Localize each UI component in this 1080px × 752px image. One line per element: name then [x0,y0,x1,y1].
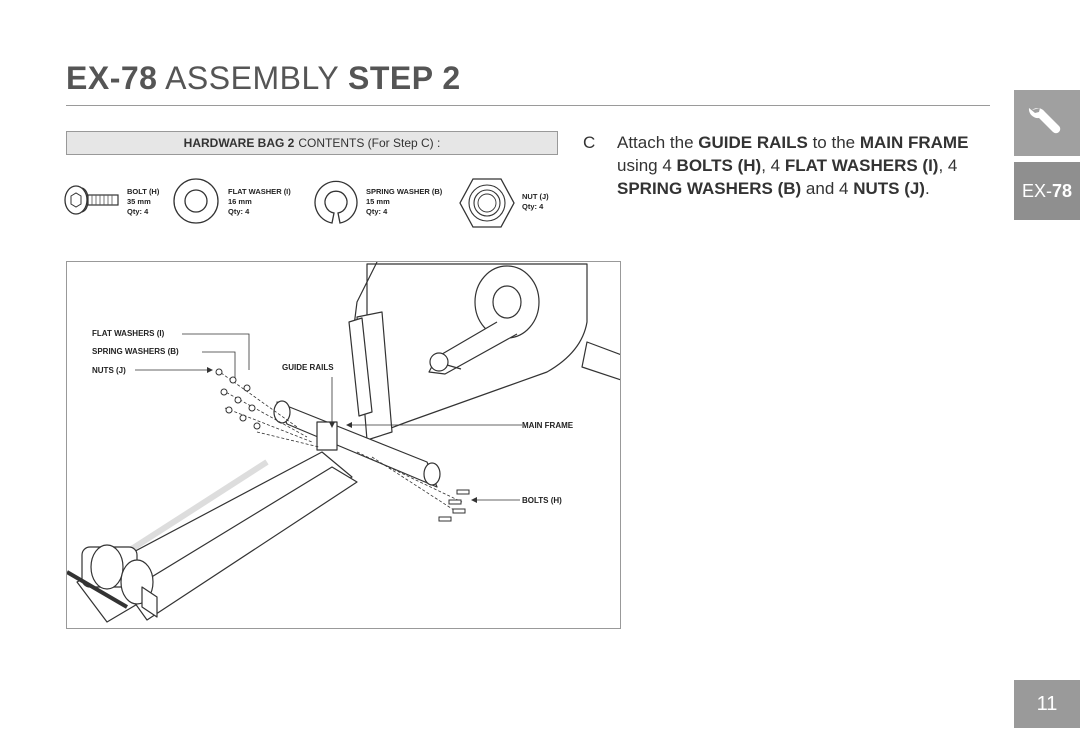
nut-icon [459,178,515,228]
page-number: 11 [1014,680,1080,728]
spring-washer-label: SPRING WASHER (B) 15 mm Qty: 4 [366,187,442,217]
spring-washer-name: SPRING WASHER (B) [366,187,443,196]
flat-washer-label: FLAT WASHER (I) 16 mm Qty: 4 [228,187,291,217]
instr-t7: . [924,179,930,198]
bolt-name: BOLT (H) [127,187,160,196]
step-letter: C [583,133,596,152]
callout-nuts: NUTS (J) [92,366,126,375]
title-divider [66,105,990,106]
instruction-text: Attach the GUIDE RAILS to the MAIN FRAME… [617,131,997,200]
callout-main-frame: MAIN FRAME [522,421,574,430]
instr-spring-washers: SPRING WASHERS (B) [617,179,802,198]
model-tab-light: EX- [1021,180,1052,201]
model-tab-bold: 78 [1051,180,1073,201]
instr-bolts: BOLTS (H) [676,156,762,175]
model-tab: EX-78 [1014,162,1080,220]
nut-name: NUT (J) [522,192,549,201]
flat-washer-size: 16 mm [228,197,252,206]
spring-washer-qty: Qty: 4 [366,207,388,216]
bolt-icon [64,185,119,215]
instr-t6: and 4 [801,179,854,198]
assembly-diagram: FLAT WASHERS (I) SPRING WASHERS (B) NUTS… [66,261,621,629]
instr-main-frame: MAIN FRAME [859,133,969,152]
title-step: STEP 2 [348,60,461,96]
instr-flat-washers: FLAT WASHERS (I) [784,156,939,175]
nut-qty: Qty: 4 [522,202,544,211]
wrench-icon [1028,108,1061,134]
bolt-qty: Qty: 4 [127,207,149,216]
flat-washer-name: FLAT WASHER (I) [228,187,291,196]
instr-t5: , 4 [938,156,958,175]
hardware-bag-title: HARDWARE BAG 2 [183,136,295,150]
flat-washer-qty: Qty: 4 [228,207,250,216]
bolt-label: BOLT (H) 35 mm Qty: 4 [127,187,159,217]
hardware-bag-subtitle: CONTENTS (For Step C) : [298,136,441,150]
elliptical-frame-drawing [67,262,620,623]
title-middle: ASSEMBLY [165,60,339,96]
instr-t1: Attach the [617,133,699,152]
page-title: EX-78 ASSEMBLY STEP 2 [66,60,461,97]
instr-t2: to the [807,133,860,152]
flat-washer-icon [173,178,219,224]
bolt-size: 35 mm [127,197,151,206]
instr-nuts: NUTS (J) [853,179,925,198]
nut-label: NUT (J) Qty: 4 [522,192,549,212]
instr-t4: , 4 [761,156,785,175]
callout-guide-rails: GUIDE RAILS [282,363,334,372]
callout-flat-washers: FLAT WASHERS (I) [92,329,165,338]
instr-t3: using 4 [617,156,677,175]
spring-washer-icon [314,180,358,224]
instr-guide-rails: GUIDE RAILS [698,133,808,152]
spring-washer-size: 15 mm [366,197,390,206]
title-model: EX-78 [66,60,158,96]
callout-spring-washers: SPRING WASHERS (B) [92,347,179,356]
tools-tab [1014,90,1080,156]
callout-bolts: BOLTS (H) [522,496,562,505]
hardware-bag-header: HARDWARE BAG 2 CONTENTS (For Step C) : [66,131,558,155]
